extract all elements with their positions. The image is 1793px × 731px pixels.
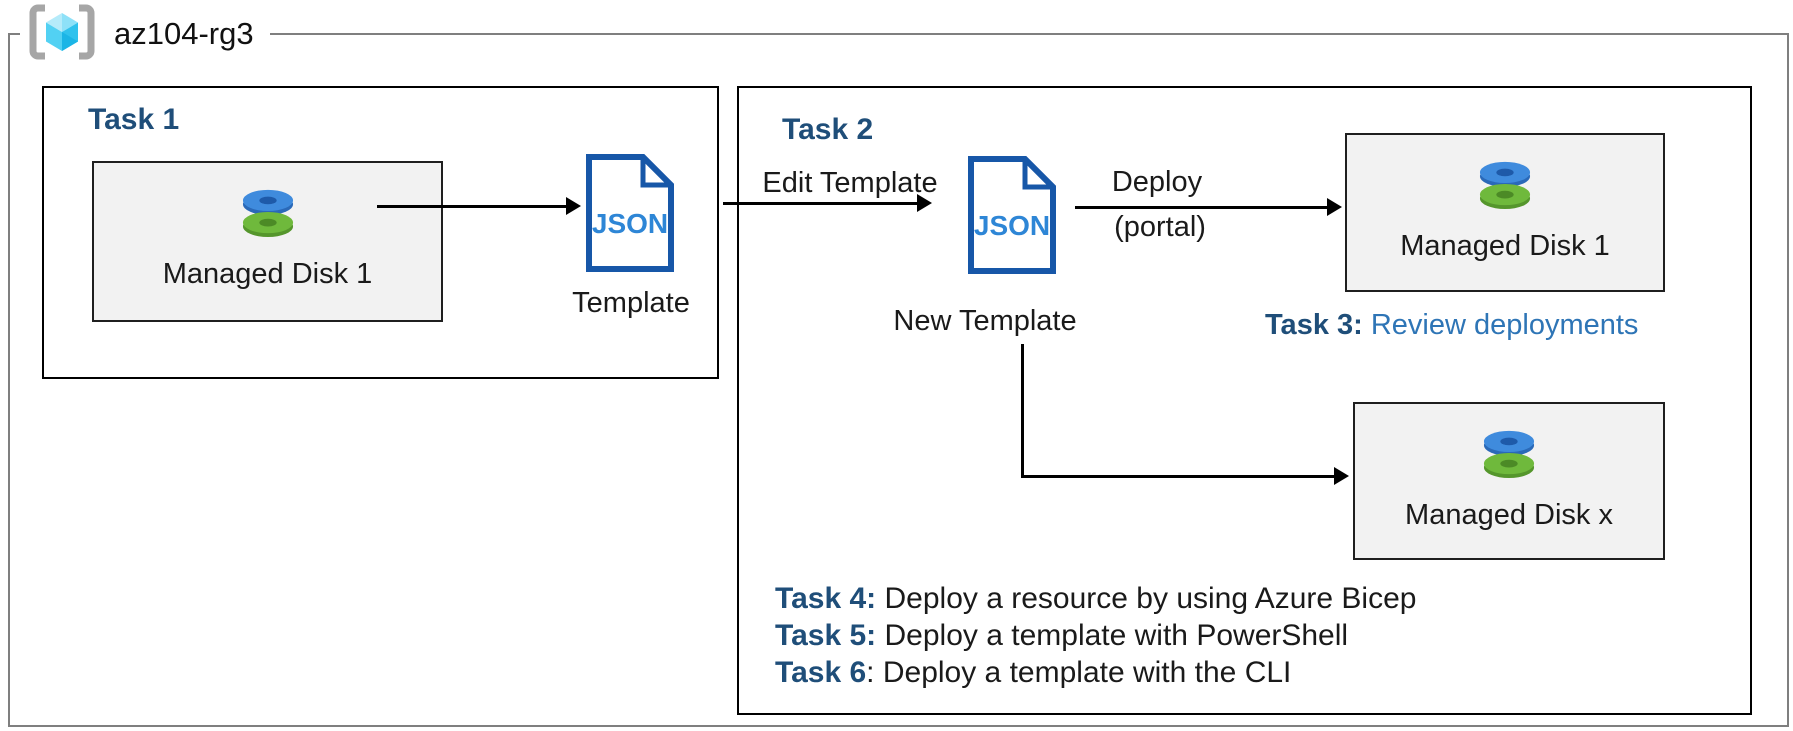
json-doc-label: JSON [592, 208, 668, 239]
json-doc-label: JSON [974, 210, 1050, 241]
resource-group-border [8, 33, 1789, 727]
arrow-elbow-horizontal [1021, 475, 1336, 478]
task-list-item-6: Task 6: Deploy a template with the CLI [775, 654, 1416, 691]
managed-disk-x-box: Managed Disk x [1353, 402, 1665, 560]
managed-disk-icon [1478, 158, 1532, 215]
arrow-deploy-head [1327, 198, 1342, 216]
json-template-icon: JSON [585, 153, 675, 278]
edit-template-label: Edit Template [762, 167, 938, 199]
resource-group-name: az104-rg3 [114, 16, 254, 51]
arrow-elbow-vertical [1021, 344, 1024, 478]
arrow-deploy [1075, 206, 1329, 209]
task5-text: Deploy a template with PowerShell [876, 619, 1349, 652]
task3-text: Review deployments [1362, 309, 1639, 341]
new-template-label: New Template [893, 305, 1077, 337]
deploy-portal-label: (portal) [1114, 211, 1206, 243]
task-list-item-4: Task 4: Deploy a resource by using Azure… [775, 580, 1416, 617]
arrow-edit-template-head [917, 194, 932, 212]
template-label: Template [572, 287, 690, 319]
json-new-template-icon: JSON [967, 155, 1057, 280]
task1-title: Task 1 [88, 103, 180, 136]
task2-title: Task 2 [782, 113, 874, 146]
resource-group-legend: az104-rg3 [20, 2, 270, 66]
deploy-label: Deploy [1111, 166, 1203, 198]
task3-caption: Task 3: Review deployments [1265, 309, 1638, 342]
task-list: Task 4: Deploy a resource by using Azure… [775, 580, 1416, 691]
arrow-disk-to-template [377, 205, 568, 208]
task-list-item-5: Task 5: Deploy a template with PowerShel… [775, 617, 1416, 654]
task5-prefix: Task 5: [775, 619, 877, 652]
managed-disk-icon [1482, 427, 1536, 484]
managed-disk-1-box: Managed Disk 1 [92, 161, 443, 322]
arrow-disk-to-template-head [566, 197, 581, 215]
task3-prefix: Task 3: [1265, 309, 1363, 341]
task6-text: : Deploy a template with the CLI [866, 656, 1292, 689]
managed-disk-icon [241, 186, 295, 243]
managed-disk-1-deployed-label: Managed Disk 1 [1400, 230, 1610, 262]
task4-prefix: Task 4: [775, 582, 877, 615]
managed-disk-1-label: Managed Disk 1 [162, 258, 373, 290]
task4-text: Deploy a resource by using Azure Bicep [876, 582, 1417, 615]
task6-prefix: Task 6 [775, 656, 867, 689]
arrow-edit-template [723, 202, 919, 205]
arrow-elbow-head [1334, 467, 1349, 485]
managed-disk-x-label: Managed Disk x [1405, 499, 1613, 531]
azure-resource-group-icon [26, 1, 98, 68]
managed-disk-1-deployed-box: Managed Disk 1 [1345, 133, 1665, 292]
